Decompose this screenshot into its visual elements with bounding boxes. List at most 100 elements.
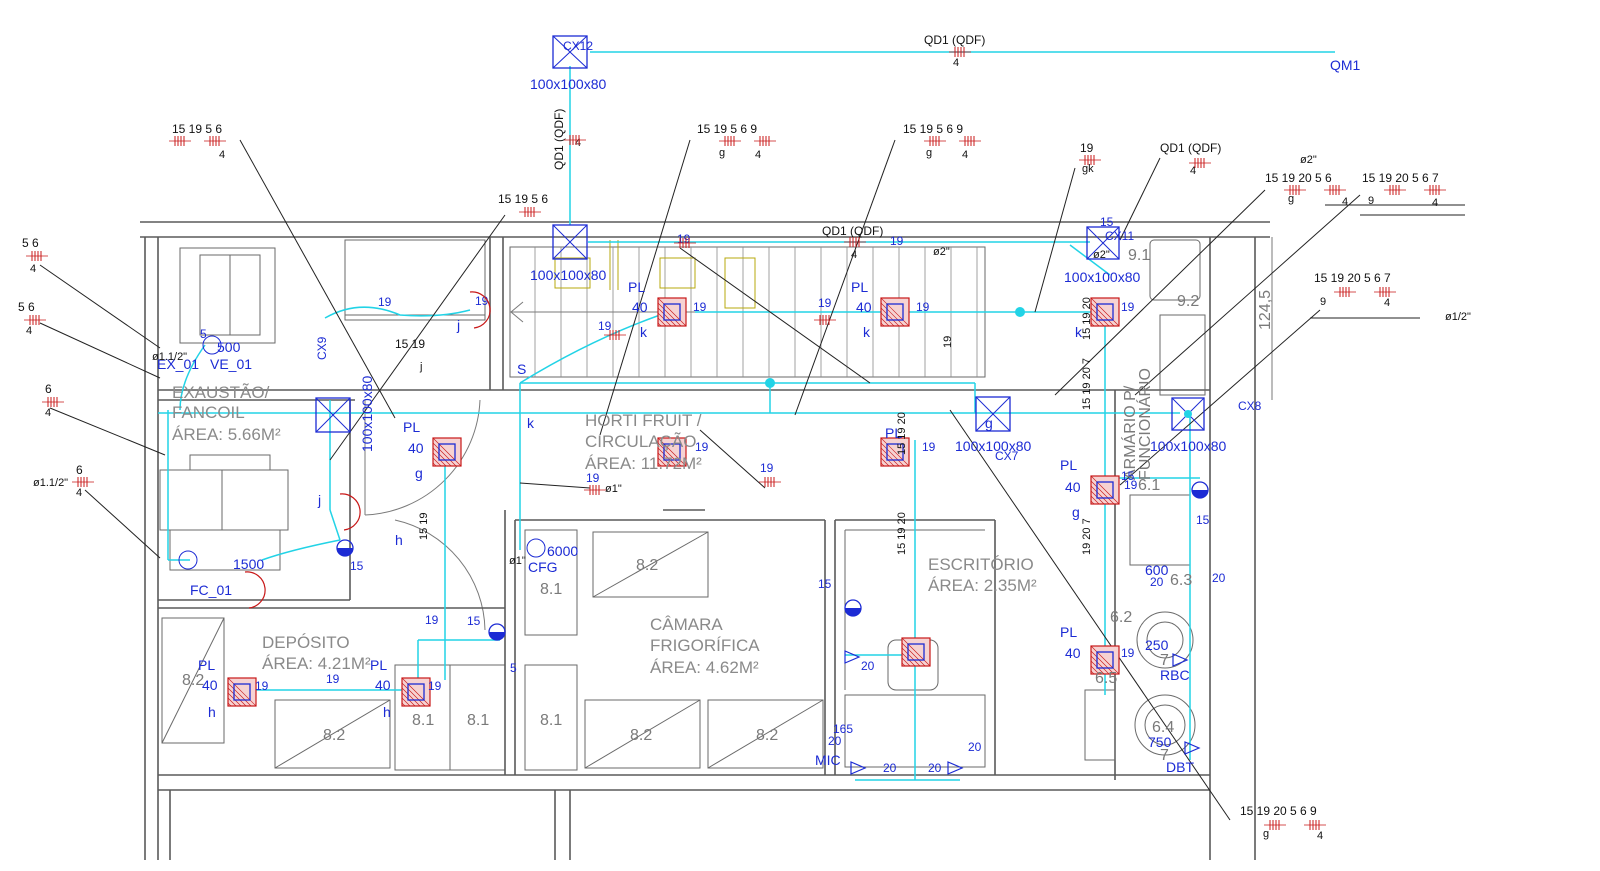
circuit-groups: 15 19 5 6 4 15 19 5 6 9 g 4 15 19 5 6 9 …: [18, 122, 1439, 842]
room-armario: ARMÁRIO P/ FUNCIONÁRIO: [1120, 368, 1154, 480]
qd1-count: 4: [1190, 165, 1196, 177]
conduit-diameters: ø2" ø2" ø2" ø1/2" ø1" ø1.1/2" ø1.1/2" ø1…: [33, 154, 1471, 567]
diameter-label: ø2": [1093, 249, 1110, 261]
cx7-size: 100x100x80: [955, 438, 1032, 454]
tag: 8.2: [182, 672, 204, 689]
circuit-number: 20: [1212, 571, 1226, 585]
circuit-number: 20: [828, 734, 842, 748]
room-escritorio: ESCRITÓRIO ÁREA: 2.35M²: [928, 555, 1037, 595]
outlet-icon: [845, 608, 861, 616]
svg-text:5 6: 5 6: [18, 300, 35, 314]
room-deposito: DEPÓSITO ÁREA: 4.21M²: [262, 633, 371, 673]
svg-text:4: 4: [755, 149, 761, 161]
circuit-number: 19: [695, 440, 709, 454]
node-dot: [1015, 307, 1025, 317]
circuit-number: 5: [510, 661, 517, 675]
svg-text:g: g: [1288, 193, 1294, 205]
node-dot: [765, 378, 775, 388]
junction-box-cx10[interactable]: 100x100x80: [530, 224, 607, 283]
equipment-labels: FC_01 1500 EX_01 VE_01 500 CFG 6000 RBC …: [157, 335, 1194, 775]
pl-label: PL: [628, 279, 645, 295]
pl-watt: 40: [202, 677, 218, 693]
svg-text:15 19 5 6 9: 15 19 5 6 9: [903, 122, 963, 136]
circuit-number: 20: [928, 761, 942, 775]
pl-label: PL: [370, 657, 387, 673]
circuit-number: 19: [1121, 300, 1135, 314]
circuit-group: 15 19 j: [395, 337, 425, 373]
svg-text:4: 4: [26, 325, 32, 337]
tag: 6.5: [1095, 670, 1117, 687]
cx8-size: 100x100x80: [1150, 438, 1227, 454]
qd1-count: 4: [851, 249, 857, 261]
room-name: CÂMARA: [650, 615, 723, 634]
diameter-label: ø1": [605, 483, 622, 495]
circuit-number: 19: [326, 672, 340, 686]
cx9-size: 100x100x80: [359, 375, 375, 452]
switch-letter: j: [317, 492, 321, 508]
room-area: ÁREA: 4.62M²: [650, 658, 759, 677]
tag: 7: [1160, 652, 1169, 669]
svg-text:4: 4: [219, 149, 225, 161]
light-fixtures: [227, 297, 1120, 707]
svg-text:4: 4: [45, 407, 51, 419]
switch-letter: h: [208, 704, 216, 720]
cfg-power: 6000: [547, 543, 578, 559]
outlet-icon: [337, 548, 353, 556]
pl-watt: 40: [1065, 645, 1081, 661]
outlet-icon: [489, 632, 505, 640]
switch-letter: j: [456, 317, 460, 333]
circuit-number: 20: [883, 761, 897, 775]
cx9-label: CX9: [315, 336, 329, 360]
pl-label: PL: [403, 419, 420, 435]
cx12-label: CX12: [563, 39, 593, 53]
room-name: ESCRITÓRIO: [928, 555, 1034, 574]
junction-box-cx9[interactable]: CX9 100x100x80: [315, 336, 375, 452]
junction-box-cx12[interactable]: CX12 100x100x80: [530, 35, 607, 92]
svg-text:6: 6: [76, 463, 83, 477]
tag: 8.1: [540, 581, 562, 598]
circuit-number: 19 20 7: [1081, 518, 1093, 555]
svg-text:j: j: [419, 361, 422, 373]
circuit-number: 15 19: [418, 512, 430, 540]
cx10-size: 100x100x80: [530, 267, 607, 283]
junction-box-cx7[interactable]: CX7 100x100x80: [955, 396, 1032, 463]
switch-letter: h: [395, 532, 403, 548]
pl-label: PL: [851, 279, 868, 295]
svg-text:5 6: 5 6: [22, 236, 39, 250]
light-fixture-pl: [432, 437, 462, 467]
light-fixture-pl: [1090, 297, 1120, 327]
tag: 7: [1160, 747, 1169, 764]
junction-box-cx8[interactable]: CX8 100x100x80: [1150, 397, 1262, 454]
panel-labels: QM1 QD1 (QDF) 4 QD1 (QDF) 4 QD1 (QDF) 4 …: [552, 33, 1361, 261]
switch-letter: g: [1072, 504, 1080, 520]
pl-label: PL: [885, 425, 902, 441]
svg-text:15 19 5 6: 15 19 5 6: [498, 192, 548, 206]
diameter-label: ø2": [1300, 154, 1317, 166]
room-area: ÁREA: 2.35M²: [928, 576, 1037, 595]
room-name: ARMÁRIO P/: [1120, 385, 1139, 480]
light-fixture-pl: [1090, 475, 1120, 505]
cfg-label: CFG: [528, 559, 558, 575]
circuit-number: 19: [475, 294, 489, 308]
light-fixture-pl: [227, 677, 257, 707]
circuit-number: 19: [1121, 646, 1135, 660]
svg-text:gk: gk: [1082, 163, 1094, 175]
outlet-icon: [844, 650, 861, 664]
qd1-count: 4: [575, 137, 581, 149]
dimension-label: 124,5: [1257, 290, 1274, 330]
tag: 8.2: [756, 727, 778, 744]
circuit-number: 20: [968, 740, 982, 754]
circuit-number: 19: [890, 234, 904, 248]
svg-text:4: 4: [1317, 830, 1323, 842]
circuit-group: 6 4: [45, 382, 52, 419]
diameter-label: ø1.1/2": [33, 477, 68, 489]
switch-arc: [339, 493, 361, 531]
fc-power: 1500: [233, 556, 264, 572]
tag: 6.2: [1110, 609, 1132, 626]
room-area: ÁREA: 4.21M²: [262, 654, 371, 673]
rbc-power: 250: [1145, 637, 1169, 653]
room-name: HORTI FRUIT /: [585, 411, 702, 430]
circuit-group: 19 gk: [1080, 141, 1094, 175]
light-fixture-pl: [1090, 645, 1120, 675]
junction-box-cx11[interactable]: CX11 100x100x80: [1064, 226, 1141, 285]
